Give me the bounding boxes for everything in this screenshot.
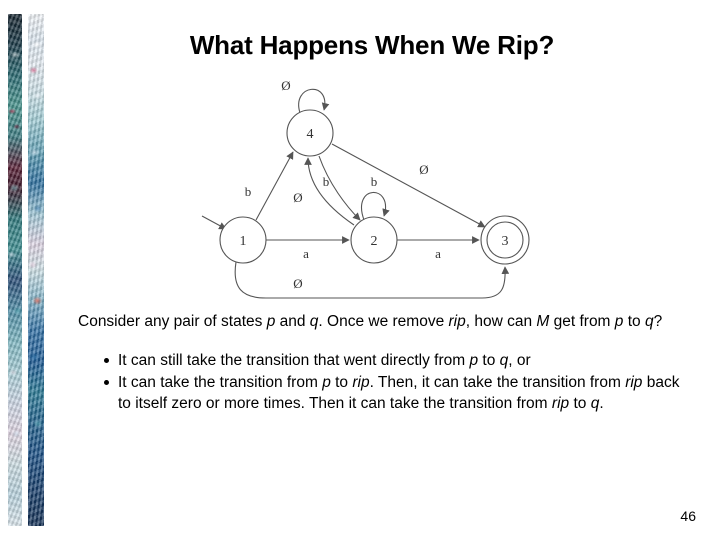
state-label-3: 3 [502, 234, 509, 249]
edge-label-self-loop-4: Ø [281, 78, 290, 93]
state-node-2 [350, 216, 398, 264]
edge-label-2-to-3: a [435, 246, 441, 261]
slide-title: What Happens When We Rip? [189, 30, 555, 60]
bullet-list: It can still take the transition that we… [78, 350, 686, 414]
automaton-diagram: 1 2 3 4 a a b b Ø Ø Ø Ø b [186, 66, 556, 301]
self-loop-4 [298, 88, 330, 114]
edge-label-2-to-4: Ø [293, 190, 302, 205]
edge-4-to-3 [331, 143, 486, 228]
list-item: It can still take the transition that we… [78, 350, 686, 371]
edge-4-to-2 [318, 155, 361, 221]
state-label-4: 4 [307, 127, 314, 142]
edge-1-to-3 [234, 261, 510, 299]
list-item: It can take the transition from p to rip… [78, 372, 686, 414]
decorative-strip-inner [28, 14, 44, 526]
edge-label-4-to-2: b [323, 174, 330, 189]
intro-paragraph: Consider any pair of states p and q. Onc… [78, 313, 663, 330]
bullet-text: It can take the transition from p to rip… [118, 374, 680, 412]
edge-1-to-4 [255, 151, 294, 221]
state-node-1 [219, 216, 267, 264]
edge-label-self-loop-2: b [371, 174, 378, 189]
bullet-dot-icon [104, 380, 109, 385]
state-label-1: 1 [240, 234, 247, 249]
edge-label-4-to-3: Ø [419, 162, 428, 177]
edge-2-to-4 [304, 157, 355, 226]
body-text-block: Consider any pair of states p and q. Onc… [78, 311, 686, 415]
decorative-strip-outer [8, 14, 22, 526]
state-label-2: 2 [371, 234, 378, 249]
edge-label-1-to-3: Ø [293, 276, 302, 291]
bullet-dot-icon [104, 358, 109, 363]
edge-label-1-to-4: b [245, 184, 252, 199]
decorative-left-border [0, 0, 52, 540]
state-node-4 [286, 109, 334, 157]
self-loop-2 [361, 192, 390, 221]
page-number: 46 [680, 508, 696, 524]
edge-start-arrow [201, 215, 227, 230]
edge-label-1-to-2: a [303, 246, 309, 261]
bullet-text: It can still take the transition that we… [118, 352, 531, 369]
state-node-3-inner [486, 221, 524, 259]
